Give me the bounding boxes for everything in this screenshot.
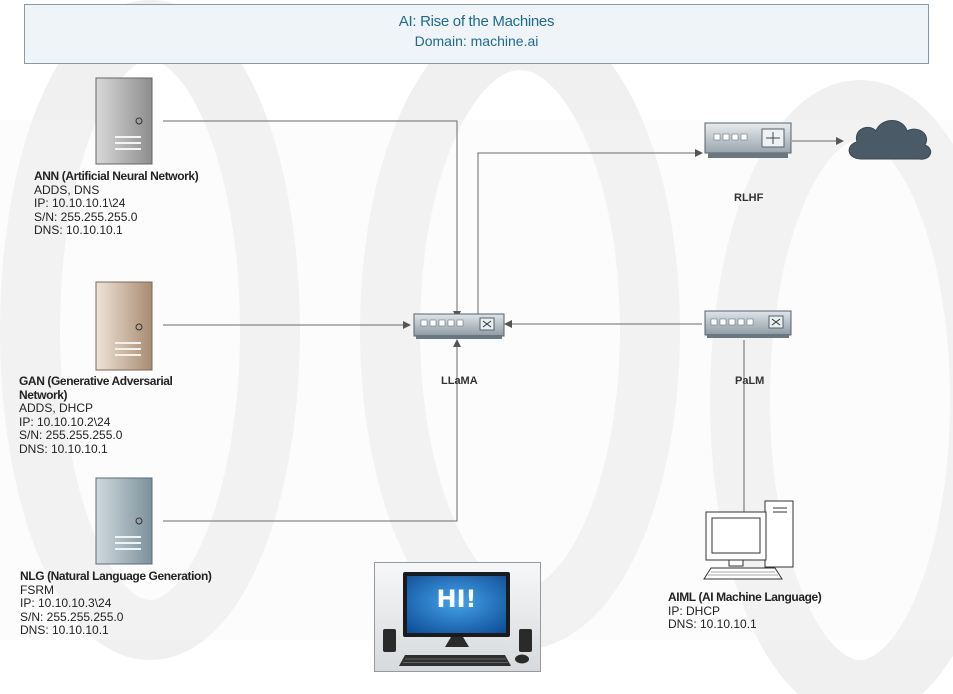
workstation-aiml-name: AIML (AI Machine Language) <box>668 590 822 604</box>
server-gan-subnet: S/N: 255.255.255.0 <box>19 428 123 442</box>
workstation-aiml-info: AIML (AI Machine Language) IP: DHCP DNS:… <box>668 590 822 632</box>
workstation-aiml-ip: IP: DHCP <box>668 603 721 618</box>
server-tower-icon[interactable] <box>95 281 153 371</box>
monitor-greeting-text: HI! <box>436 585 477 613</box>
cloud-icon <box>848 120 932 160</box>
server-gan-roles: ADDS, DHCP <box>19 401 94 415</box>
server-gan-ip: IP: 10.10.10.2\24 <box>19 414 111 429</box>
workstation-aiml-dns: DNS: 10.10.10.1 <box>668 617 757 631</box>
switch-palm-label: PaLM <box>735 375 765 387</box>
server-nlg-info: NLG (Natural Language Generation) FSRM I… <box>20 569 212 638</box>
server-nlg-ip: IP: 10.10.10.3\24 <box>20 596 112 610</box>
server-nlg-name: NLG (Natural Language Generation) <box>20 569 212 583</box>
link-ann-llama <box>163 120 461 319</box>
diagram-title: AI: Rise of the Machines <box>398 13 555 30</box>
server-nlg-subnet: S/N: 255.255.255.0 <box>20 609 124 624</box>
diagram-domain: Domain: machine.ai <box>414 33 539 49</box>
desktop-computer-icon <box>383 572 532 666</box>
server-ann-subnet: S/N: 255.255.255.0 <box>34 209 138 224</box>
hi-computer-illustration: HI! <box>374 562 541 672</box>
router-icon[interactable] <box>704 122 794 160</box>
switch-llama-label: LLaMA <box>441 375 478 387</box>
desktop-computer-icon[interactable] <box>703 500 798 582</box>
server-ann-ip: IP: 10.10.10.1\24 <box>34 196 126 210</box>
network-switch-icon[interactable] <box>413 313 505 341</box>
server-nlg-roles: FSRM <box>20 582 54 597</box>
diagram-title-box: AI: Rise of the Machines Domain: machine… <box>24 4 929 64</box>
server-tower-icon[interactable] <box>95 477 153 565</box>
link-nlg-llama <box>163 339 461 522</box>
server-gan-name-line1: GAN (Generative Adversarial <box>19 374 173 388</box>
server-tower-icon[interactable] <box>95 77 153 165</box>
server-gan-dns: DNS: 10.10.10.1 <box>19 441 108 456</box>
server-ann-info: ANN (Artificial Neural Network) ADDS, DN… <box>34 169 199 238</box>
server-gan-name-line2: Network) <box>19 387 68 402</box>
server-ann-name: ANN (Artificial Neural Network) <box>34 169 199 183</box>
server-gan-info: GAN (Generative Adversarial Network) ADD… <box>19 374 173 456</box>
server-nlg-dns: DNS: 10.10.10.1 <box>20 623 109 637</box>
router-rlhf-label: RLHF <box>734 192 764 204</box>
server-ann-roles: ADDS, DNS <box>34 182 100 197</box>
network-switch-icon[interactable] <box>704 310 792 340</box>
server-ann-dns: DNS: 10.10.10.1 <box>34 223 123 237</box>
link-llama-rlhf <box>477 149 703 318</box>
